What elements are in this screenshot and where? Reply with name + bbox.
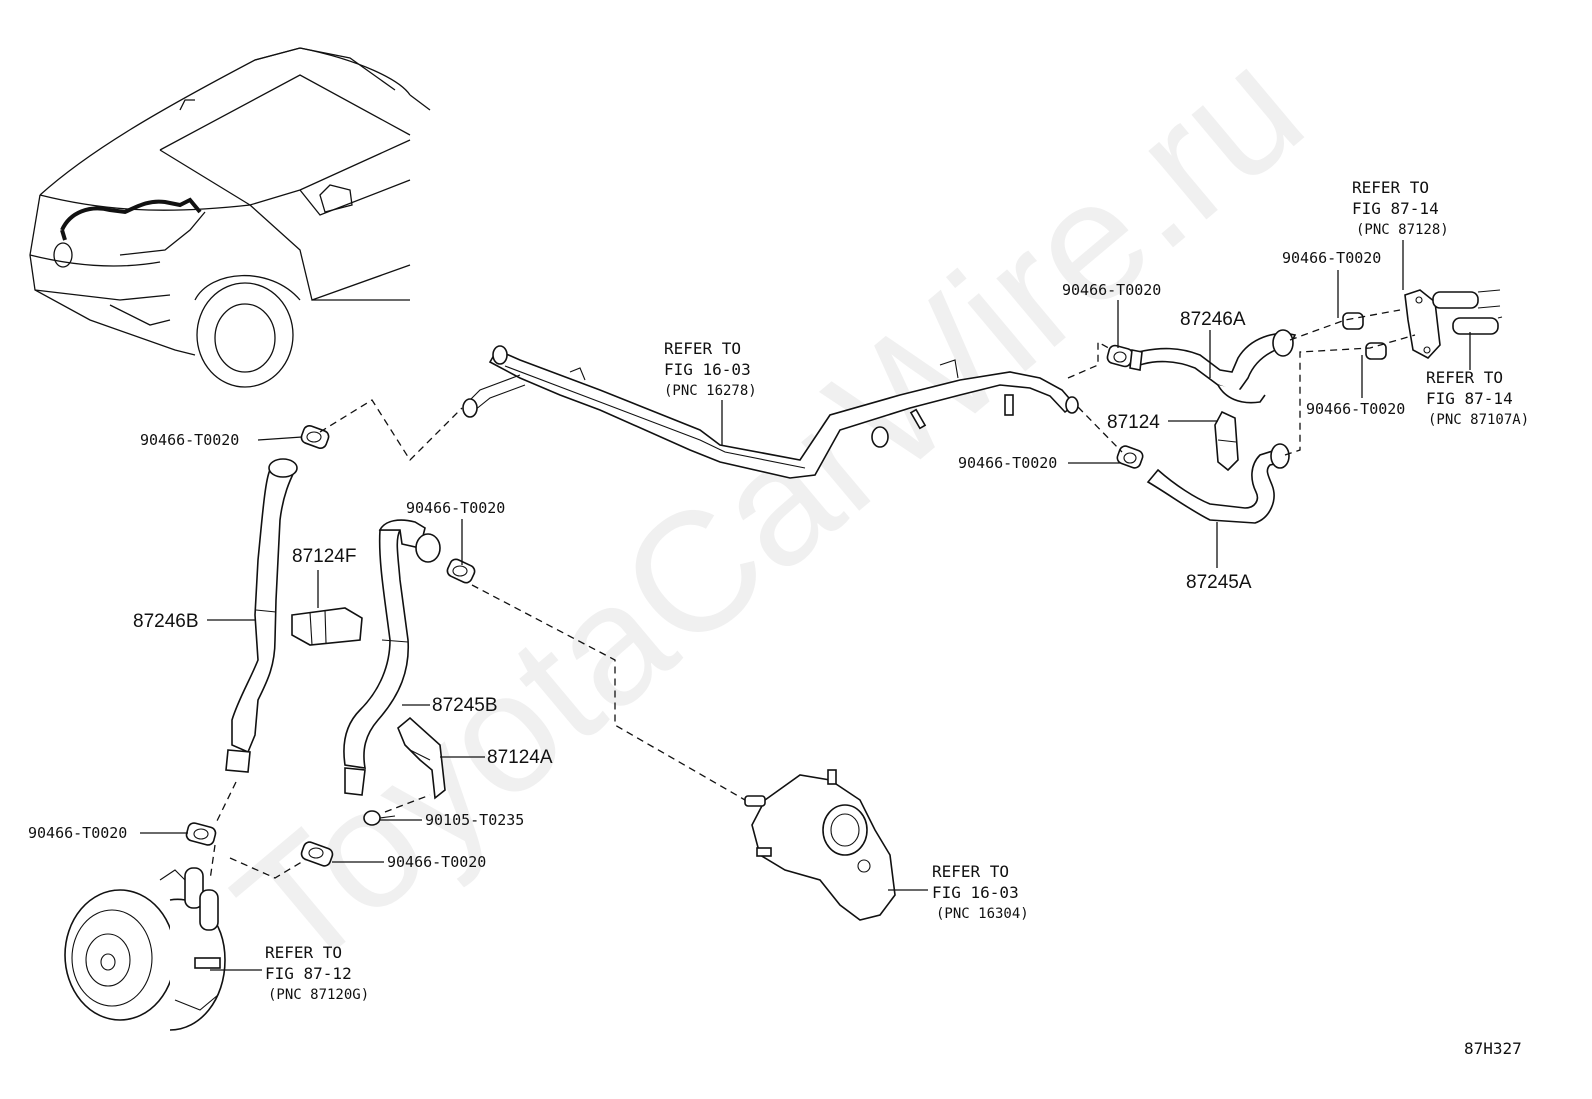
svg-text:REFER TO: REFER TO [1352, 178, 1429, 197]
svg-text:REFER TO: REFER TO [1426, 368, 1503, 387]
ref-pump: REFER TO FIG 87-12 (PNC 87120G) [265, 943, 369, 1003]
label-clamp-87124: 87124 [1107, 412, 1160, 433]
svg-text:(PNC 16304): (PNC 16304) [936, 906, 1029, 922]
ref-pipe: REFER TO FIG 16-03 (PNC 16278) [664, 339, 757, 399]
label-hose-87246a: 87246A [1180, 309, 1246, 330]
label-clamp-87124f: 87124F [292, 546, 356, 567]
bolt-90105 [363, 810, 396, 826]
label-bracket-87124a: 87124A [487, 747, 553, 768]
label-bolt-90105: 90105-T0235 [425, 811, 524, 829]
clamp-87124f [291, 607, 363, 646]
ref-water-outlet: REFER TO FIG 16-03 (PNC 16304) [932, 862, 1029, 922]
hose-87246a [1129, 329, 1297, 404]
svg-text:(PNC 87128): (PNC 87128) [1356, 222, 1449, 238]
label-clip-far-right-top: 90466-T0020 [1282, 249, 1381, 267]
clamp-87124 [1214, 410, 1239, 472]
svg-text:(PNC 87107A): (PNC 87107A) [1428, 412, 1529, 428]
label-hose-87246b: 87246B [133, 611, 199, 632]
label-clip-upper-right: 90466-T0020 [1062, 281, 1161, 299]
clip-bottom-left [185, 822, 217, 846]
svg-text:REFER TO: REFER TO [664, 339, 741, 358]
clip-far-right-top [1342, 312, 1364, 330]
ref-heater-bottom: REFER TO FIG 87-14 (PNC 87107A) [1426, 368, 1529, 428]
svg-text:REFER TO: REFER TO [265, 943, 342, 962]
clip-parts [185, 312, 1387, 867]
vehicle-illustration [29, 47, 431, 388]
leader-lines [140, 240, 1471, 971]
label-clip-far-right-bottom: 90466-T0020 [1306, 400, 1405, 418]
svg-text:(PNC 16278): (PNC 16278) [664, 383, 757, 399]
svg-text:FIG 16-03: FIG 16-03 [664, 360, 751, 379]
label-clip-bottom-left: 90466-T0020 [28, 824, 127, 842]
svg-text:FIG 87-14: FIG 87-14 [1352, 199, 1439, 218]
clip-far-right-bottom [1365, 342, 1387, 360]
label-hose-87245b: 87245B [432, 695, 498, 716]
part-labels: 90466-T0020 90466-T0020 90466-T0020 9046… [28, 249, 1405, 871]
svg-text:REFER TO: REFER TO [932, 862, 1009, 881]
bracket-87124a [397, 716, 446, 800]
water-pipe-assembly [462, 345, 1079, 479]
svg-text:FIG 87-12: FIG 87-12 [265, 964, 352, 983]
figure-code: 87H327 [1464, 1039, 1522, 1058]
label-clip-right-mid: 90466-T0020 [958, 454, 1057, 472]
hose-87246b [225, 458, 298, 773]
label-clip-mid: 90466-T0020 [406, 499, 505, 517]
hose-87245b [343, 519, 441, 796]
svg-text:(PNC 87120G): (PNC 87120G) [268, 987, 369, 1003]
clip-mid [446, 558, 476, 584]
label-clip-top-left: 90466-T0020 [140, 431, 239, 449]
ref-heater-top: REFER TO FIG 87-14 (PNC 87128) [1352, 178, 1449, 238]
svg-text:FIG 16-03: FIG 16-03 [932, 883, 1019, 902]
water-outlet [744, 769, 896, 921]
clip-right-mid [1116, 445, 1144, 469]
svg-text:FIG 87-14: FIG 87-14 [1426, 389, 1513, 408]
hose-87245a [1146, 443, 1290, 524]
dashed-guides [209, 309, 1416, 881]
vacuum-pump [64, 867, 226, 1031]
label-clip-bottom-mid: 90466-T0020 [387, 853, 486, 871]
clip-bottom-mid [300, 841, 334, 867]
heater-unit-pipes [1404, 289, 1503, 359]
label-hose-87245a: 87245A [1186, 572, 1252, 593]
